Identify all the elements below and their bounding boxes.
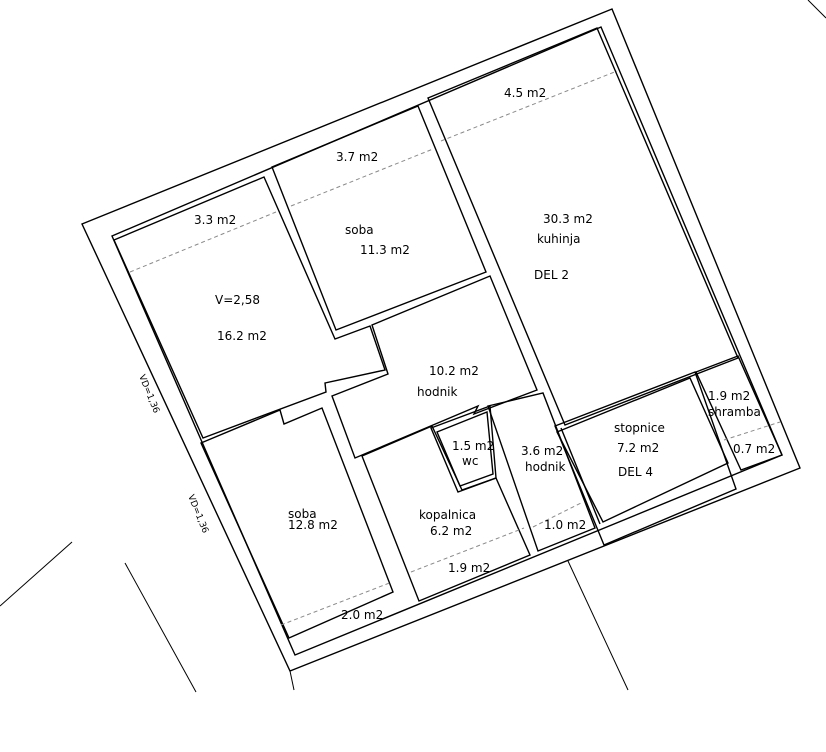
window-annotations: VD=1,36 VD=1,36 — [136, 373, 210, 535]
room-name-label: hodnik — [417, 385, 458, 399]
area-label: 1.0 m2 — [544, 518, 586, 532]
area-label: 10.2 m2 — [429, 364, 479, 378]
area-label: 4.5 m2 — [504, 86, 546, 100]
area-label: 11.3 m2 — [360, 243, 410, 257]
soba-1-outline — [271, 105, 487, 331]
area-label: 3.7 m2 — [336, 150, 378, 164]
area-label: 1.5 m2 — [452, 439, 494, 453]
kitchen-outline — [427, 27, 739, 426]
construction-lines — [0, 0, 826, 693]
area-label: 2.0 m2 — [341, 608, 383, 622]
room-name-label: soba — [345, 223, 374, 237]
wc-outline — [430, 405, 497, 493]
area-label: 30.3 m2 — [543, 212, 593, 226]
area-label: 1.9 m2 — [448, 561, 490, 575]
hall-outline — [331, 275, 538, 459]
area-label: 12.8 m2 — [288, 518, 338, 532]
area-label: 3.6 m2 — [521, 444, 563, 458]
window-height-label: VD=1,36 — [185, 493, 210, 535]
room-name-label: wc — [462, 454, 478, 468]
area-label: 6.2 m2 — [430, 524, 472, 538]
stairs-outline — [554, 371, 737, 546]
area-label: 1.9 m2 — [708, 389, 750, 403]
room-height-label: V=2,58 — [215, 293, 260, 307]
room-name-label: stopnice — [614, 421, 665, 435]
part-label: DEL 4 — [618, 465, 653, 479]
outer-walls — [81, 8, 801, 672]
room-name-label: kopalnica — [419, 508, 476, 522]
room-name-label: hodnik — [525, 460, 566, 474]
hall-2-outline — [487, 392, 596, 552]
room-labels: 3.3 m2 V=2,58 16.2 m2 3.7 m2 soba 11.3 m… — [194, 86, 775, 622]
room-name-label: shramba — [708, 405, 761, 419]
room-v-outline — [113, 176, 386, 439]
room-name-label: kuhinja — [537, 232, 580, 246]
window-height-label: VD=1,36 — [136, 373, 161, 415]
room-name-label: soba — [288, 507, 317, 521]
storage-outline — [695, 355, 783, 471]
area-label: 7.2 m2 — [617, 441, 659, 455]
area-label: 16.2 m2 — [217, 329, 267, 343]
soba-2-outline — [200, 407, 394, 639]
height-lines — [129, 70, 781, 626]
part-label: DEL 2 — [534, 268, 569, 282]
area-label: 0.7 m2 — [733, 442, 775, 456]
area-label: 3.3 m2 — [194, 213, 236, 227]
